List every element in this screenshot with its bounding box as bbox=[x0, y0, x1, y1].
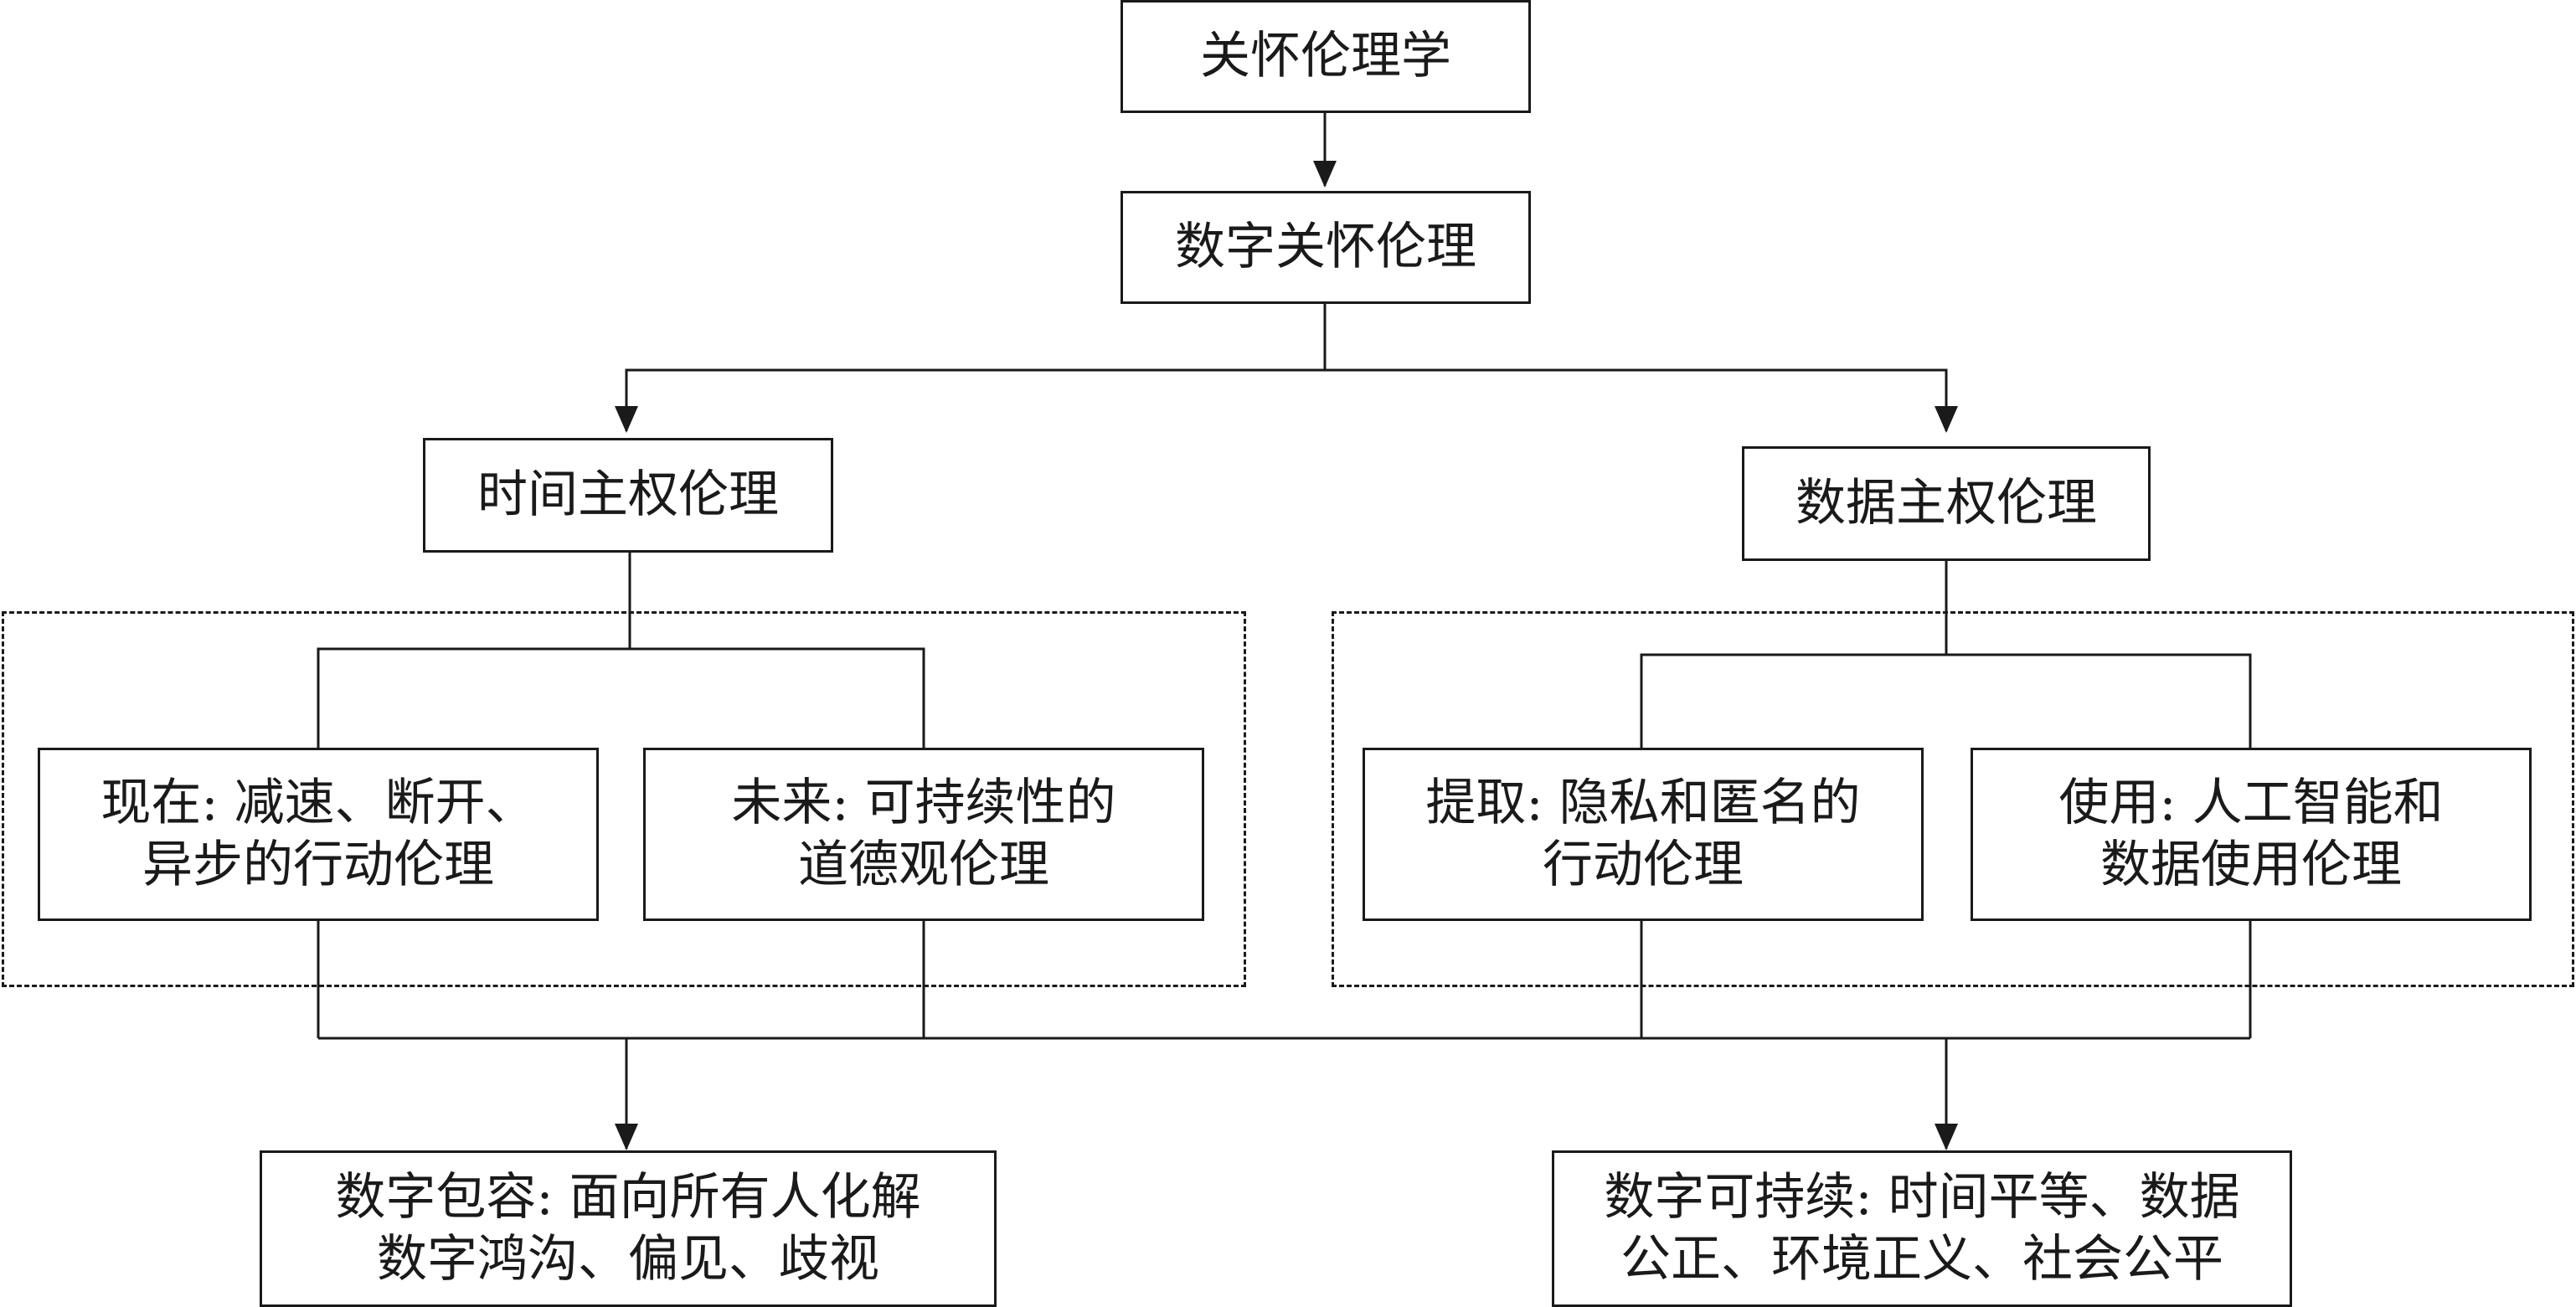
root-label: 关怀伦理学 bbox=[1200, 26, 1451, 85]
use-node: 使用: 人工智能和 数据使用伦理 bbox=[1971, 748, 2532, 921]
extraction-node: 提取: 隐私和匿名的 行动伦理 bbox=[1363, 748, 1924, 921]
digital-care-ethics-node: 数字关怀伦理 bbox=[1121, 191, 1531, 304]
connector-temporal-right bbox=[630, 647, 925, 748]
arrowhead-digital-care bbox=[1313, 161, 1337, 188]
future-label: 未来: 可持续性的 道德观伦理 bbox=[731, 774, 1116, 894]
arrowhead-data bbox=[1935, 406, 1958, 433]
future-node: 未来: 可持续性的 道德观伦理 bbox=[643, 748, 1204, 921]
present-node: 现在: 减速、断开、 异步的行动伦理 bbox=[38, 748, 599, 921]
extraction-label: 提取: 隐私和匿名的 行动伦理 bbox=[1425, 774, 1861, 894]
connector-data-to-children bbox=[1640, 561, 1948, 748]
digital-sustainability-node: 数字可持续: 时间平等、数据 公正、环境正义、社会公平 bbox=[1552, 1150, 2292, 1307]
connector-temporal-to-children bbox=[317, 553, 631, 748]
temporal-sovereignty-label: 时间主权伦理 bbox=[477, 465, 779, 524]
present-label: 现在: 减速、断开、 异步的行动伦理 bbox=[100, 774, 536, 894]
data-sovereignty-group bbox=[1332, 611, 2574, 987]
digital-sustainability-label: 数字可持续: 时间平等、数据 公正、环境正义、社会公平 bbox=[1604, 1168, 2240, 1289]
arrowhead-sustainability bbox=[1935, 1124, 1958, 1150]
connector-digital-care-right bbox=[1325, 368, 1948, 431]
root-node: 关怀伦理学 bbox=[1121, 0, 1531, 113]
use-label: 使用: 人工智能和 数据使用伦理 bbox=[2058, 774, 2444, 894]
temporal-sovereignty-node: 时间主权伦理 bbox=[423, 438, 833, 553]
digital-inclusion-node: 数字包容: 面向所有人化解 数字鸿沟、偏见、歧视 bbox=[260, 1150, 997, 1307]
digital-inclusion-label: 数字包容: 面向所有人化解 数字鸿沟、偏见、歧视 bbox=[335, 1168, 921, 1289]
digital-care-ethics-label: 数字关怀伦理 bbox=[1175, 217, 1476, 276]
connector-digital-care-split bbox=[625, 304, 1327, 431]
connector-data-right bbox=[1946, 653, 2252, 748]
data-sovereignty-label: 数据主权伦理 bbox=[1795, 473, 2097, 533]
temporal-sovereignty-group bbox=[2, 611, 1246, 987]
arrowhead-inclusion bbox=[615, 1124, 638, 1150]
arrowhead-temporal bbox=[615, 406, 638, 433]
data-sovereignty-node: 数据主权伦理 bbox=[1742, 446, 2151, 561]
